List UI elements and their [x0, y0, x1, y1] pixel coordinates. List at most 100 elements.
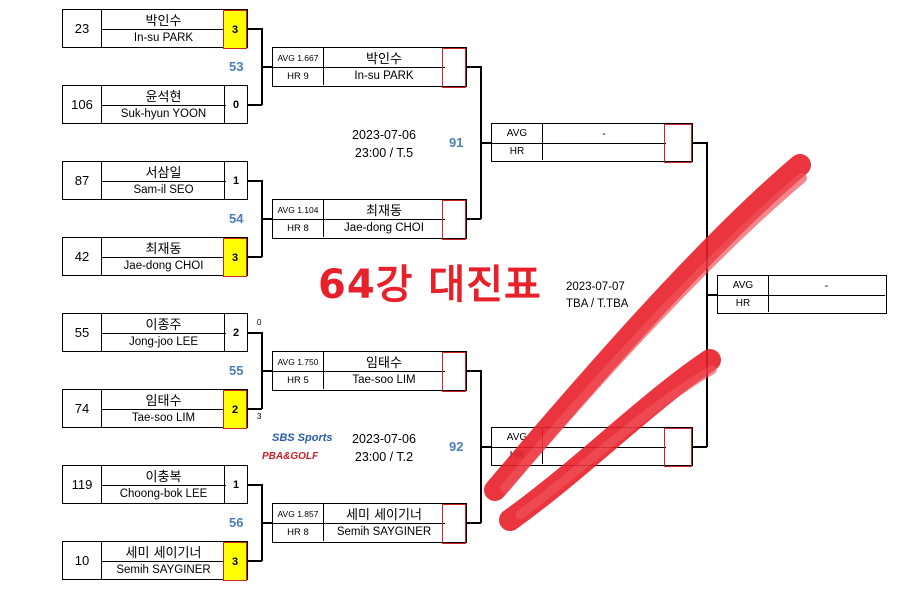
player-name-english: Semih SAYGINER [116, 564, 211, 576]
player-card: 74 임태수 Tae-soo LIM 2 [62, 389, 248, 429]
round4-card: AVG HR - [717, 275, 887, 314]
player-seed: 55 [63, 314, 102, 351]
match-schedule: 2023-07-06 23:00 / T.2 [340, 430, 428, 466]
pba-golf-logo: PBA&GOLF [262, 451, 319, 462]
player-name-korean: 박인수 [101, 10, 226, 30]
bracket-line [480, 446, 492, 448]
match-date: 2023-07-07 [566, 281, 625, 293]
player-name-english: Sam-il SEO [133, 184, 194, 196]
player-score: 0 [224, 86, 247, 123]
bracket-line [693, 142, 707, 144]
player-seed: 119 [63, 466, 102, 503]
tiebreak-score: 3 [257, 412, 262, 421]
player-card: 119 이충복 Choong-bok LEE 1 [62, 465, 248, 504]
match-number: 53 [229, 59, 244, 74]
bracket-line [467, 66, 481, 68]
player-name-english: Suk-hyun YOON [120, 108, 207, 120]
player-name-korean: 세미 세이기너 [101, 542, 226, 562]
player-name-english: In-su PARK [133, 32, 194, 44]
bracket-line [467, 522, 481, 524]
player-score: 1 [224, 466, 247, 503]
bracket-line [248, 28, 262, 30]
bracket-line [261, 522, 273, 524]
player-name-english: Choong-bok LEE [119, 488, 208, 500]
bracket-line [467, 218, 481, 220]
player-name-korean: 임태수 [101, 390, 226, 410]
player-name-english: Tae-soo LIM [131, 412, 196, 424]
high-run-label: HR [492, 143, 543, 160]
player-high-run: HR 8 [273, 219, 324, 237]
bracket-line [480, 142, 492, 144]
bracket-line [248, 408, 262, 410]
player-score: 2 [223, 390, 247, 429]
player-name: - [542, 124, 666, 144]
player-average: AVG 1.104 [273, 200, 324, 220]
player-score: 3 [223, 542, 247, 581]
player-average: AVG 1.857 [273, 504, 324, 524]
player-high-run: HR 8 [273, 523, 324, 541]
player-card: 55 이종주 Jong-joo LEE 2 [62, 313, 248, 352]
player-card: 87 서삼일 Sam-il SEO 1 [62, 161, 248, 200]
bracket-line [248, 332, 262, 334]
player-name-korean: 세미 세이기너 [323, 504, 445, 524]
player-score: 3 [223, 238, 247, 277]
player-seed: 23 [63, 10, 102, 47]
bracket-line [248, 484, 262, 486]
player-card: 42 최재동 Jae-dong CHOI 3 [62, 237, 248, 277]
average-label: AVG [492, 124, 543, 144]
player-seed: 10 [63, 542, 102, 579]
player-name: - [768, 276, 885, 296]
bracket-line [248, 256, 262, 258]
player-name-korean: 임태수 [323, 352, 445, 372]
round2-card: AVG 1.750 HR 5 임태수 Tae-soo LIM [272, 351, 467, 392]
match-time-table: TBA / T.TBA [566, 298, 629, 310]
player-score [442, 352, 466, 392]
player-name-korean: 서삼일 [101, 162, 226, 182]
player-name-korean: 최재동 [101, 238, 226, 258]
bracket-line [248, 104, 262, 106]
match-date: 2023-07-06 [352, 128, 416, 142]
sbs-sports-logo: SBS Sports [272, 432, 333, 444]
page-title: 64강 대진표 [318, 262, 542, 308]
player-card: 10 세미 세이기너 Semih SAYGINER 3 [62, 541, 248, 581]
player-name-english: Jae-dong CHOI [123, 260, 204, 272]
player-name-korean: 윤석현 [101, 86, 226, 106]
round2-card: AVG 1.667 HR 9 박인수 In-su PARK [272, 47, 467, 88]
player-name-korean: 이종주 [101, 314, 226, 334]
bracket-line [467, 370, 481, 372]
tiebreak-score: 0 [257, 318, 262, 327]
match-number: 91 [449, 135, 464, 150]
player-card: 23 박인수 In-su PARK 3 [62, 9, 248, 49]
bracket-line [248, 560, 262, 562]
match-date: 2023-07-06 [352, 432, 416, 446]
player-high-run: HR 9 [273, 67, 324, 85]
bracket-line [693, 446, 707, 448]
round3-card: AVG HR - [491, 123, 693, 163]
match-number: 54 [229, 211, 244, 226]
bracket-line [261, 66, 273, 68]
match-schedule: 2023-07-06 23:00 / T.5 [340, 126, 428, 162]
round2-card: AVG 1.104 HR 8 최재동 Jae-dong CHOI [272, 199, 467, 240]
player-score [664, 124, 692, 163]
player-score: 1 [224, 162, 247, 199]
player-score: 2 [224, 314, 247, 351]
round2-card: AVG 1.857 HR 8 세미 세이기너 Semih SAYGINER [272, 503, 467, 544]
match-number: 55 [229, 363, 244, 378]
player-name-korean: 이충복 [101, 466, 226, 486]
high-run-label: HR [718, 295, 769, 312]
player-name-korean: 박인수 [323, 48, 445, 68]
brush-stroke [515, 365, 717, 520]
player-name-english: In-su PARK [354, 70, 414, 82]
player-score [442, 504, 466, 544]
player-average: AVG 1.667 [273, 48, 324, 68]
player-high-run: HR 5 [273, 371, 324, 389]
player-score [664, 428, 692, 467]
player-seed: 87 [63, 162, 102, 199]
player-score: 3 [223, 10, 247, 49]
brush-stroke [500, 173, 807, 493]
player-name-english: Tae-soo LIM [352, 374, 416, 386]
player-name-english: Jae-dong CHOI [344, 222, 424, 234]
player-score [442, 200, 466, 240]
average-label: AVG [718, 276, 769, 296]
